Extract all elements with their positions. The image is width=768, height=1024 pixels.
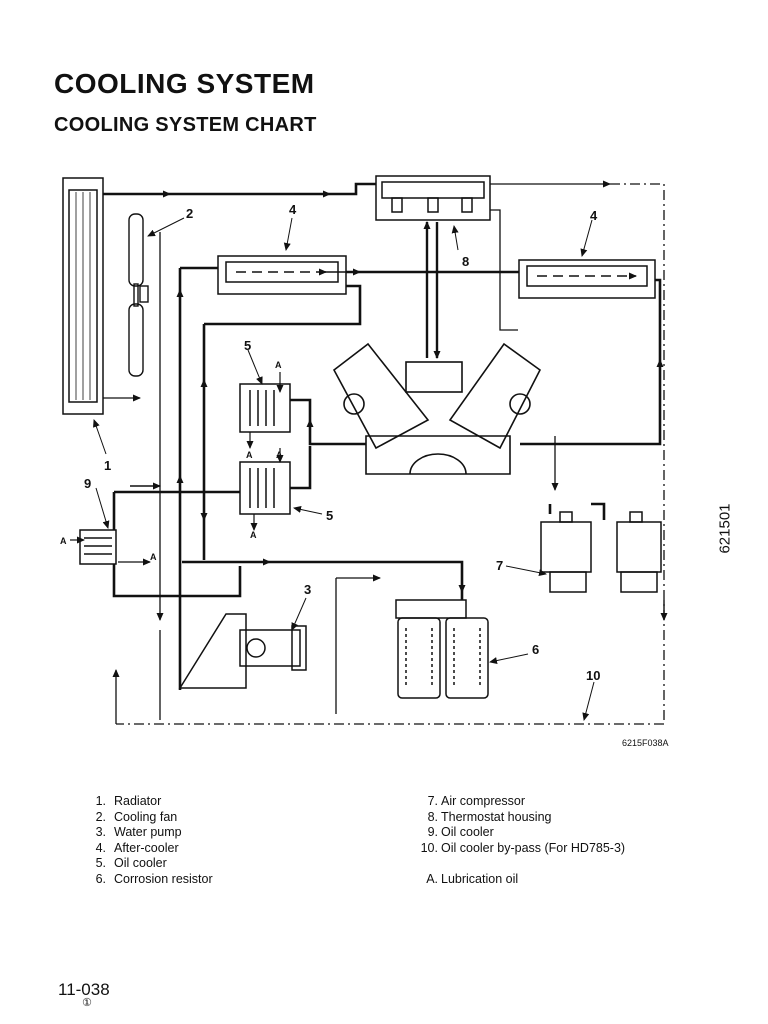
page-subtitle: COOLING SYSTEM CHART <box>54 114 317 136</box>
page-number: 11-038 <box>58 980 110 999</box>
label-radiator: 1 <box>104 458 111 473</box>
legend-left: 1.Radiator 2.Cooling fan 3.Water pump 4.… <box>82 794 213 888</box>
label-a-1: A <box>275 360 282 370</box>
label-cooling-fan: 2 <box>186 206 193 221</box>
legend-item: 5.Oil cooler <box>95 856 167 871</box>
engine <box>332 342 542 475</box>
corrosion-resistor <box>395 599 489 699</box>
cooling-fan <box>128 213 149 377</box>
label-a-3: A <box>276 450 283 460</box>
bypass-lines <box>103 180 665 725</box>
oil-cooler-9 <box>79 529 117 565</box>
label-a-4: A <box>250 530 257 540</box>
label-a-2: A <box>246 450 253 460</box>
oil-cooler-lower <box>239 461 291 515</box>
figure-code: 6215F038A <box>622 738 669 748</box>
thermostat-housing <box>375 175 491 221</box>
legend-item: 3.Water pump <box>95 825 182 840</box>
legend-item-lubrication-oil: A.Lubrication oil <box>426 872 519 887</box>
flow-arrows <box>130 190 668 621</box>
label-oil-cooler-9: 9 <box>84 476 91 491</box>
legend-item: 4.After-cooler <box>95 840 179 855</box>
legend-item: 10.Oil cooler by-pass (For HD785-3) <box>420 840 626 855</box>
label-oil-cooler-upper: 5 <box>244 338 251 353</box>
label-after-cooler-left: 4 <box>289 202 297 217</box>
legend-item: 1.Radiator <box>95 794 162 808</box>
revision-mark: ① <box>82 997 92 1009</box>
legend-item: 7.Air compressor <box>427 794 526 808</box>
legend-right: 7.Air compressor 8.Thermostat housing 9.… <box>418 794 625 888</box>
label-thermostat-housing: 8 <box>462 254 469 269</box>
label-oil-cooler-lower: 5 <box>326 508 333 523</box>
label-a-5: A <box>60 536 67 546</box>
legend-item: 8.Thermostat housing <box>427 809 552 824</box>
legend-item: 9.Oil cooler <box>427 825 494 840</box>
oil-cooler-upper <box>239 383 291 433</box>
label-water-pump: 3 <box>304 582 311 597</box>
page-title: COOLING SYSTEM <box>54 68 315 99</box>
side-reference-code: 621501 <box>716 503 734 554</box>
air-compressors <box>540 511 662 593</box>
label-bypass: 10 <box>586 668 600 683</box>
callout-labels: 2 4 4 8 5 5 1 9 3 6 7 10 A A A A A A <box>60 202 600 683</box>
after-cooler-right <box>518 259 656 299</box>
after-cooler-left <box>217 255 347 295</box>
label-air-compressor: 7 <box>496 558 503 573</box>
label-a-6: A <box>150 552 157 562</box>
legend-item: 6.Corrosion resistor <box>95 871 213 886</box>
lubrication-oil-arrows <box>70 372 284 566</box>
label-corrosion-resistor: 6 <box>532 642 539 657</box>
leader-lines <box>93 217 595 721</box>
thermostat-to-engine <box>423 221 441 359</box>
water-pump <box>178 613 307 689</box>
label-after-cooler-right: 4 <box>590 208 598 223</box>
legend-item: 2.Cooling fan <box>95 809 178 824</box>
radiator <box>62 177 104 415</box>
